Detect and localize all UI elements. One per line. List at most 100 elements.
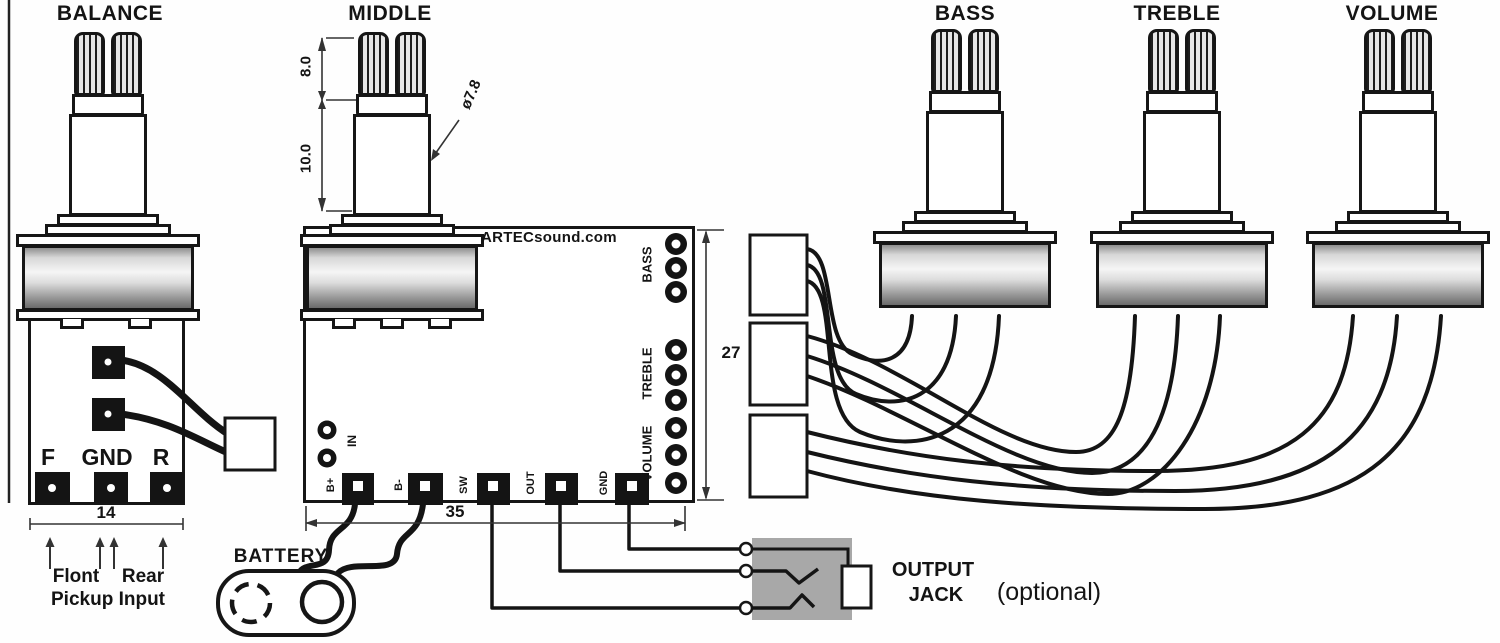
jack-wires <box>490 504 741 610</box>
treble-connector <box>748 321 809 407</box>
bass-connector <box>748 233 809 317</box>
middle-potentiometer <box>294 32 490 372</box>
pad-out-label: OUT <box>525 471 537 495</box>
pot-shaft-knurl <box>1185 29 1216 93</box>
wire <box>805 314 1137 455</box>
pot-shaft-knurl <box>1148 29 1179 93</box>
pot-shaft-collar <box>356 94 428 116</box>
pot-shaft <box>69 114 147 216</box>
jack-terminal <box>738 563 754 579</box>
jack-contact <box>753 567 820 585</box>
pad-gnd-label: GND <box>598 470 610 496</box>
dim-board-height: 27 <box>721 343 741 362</box>
middle-label: MIDDLE <box>348 2 432 25</box>
battery-clip <box>216 569 356 637</box>
jack-bushing <box>840 564 873 610</box>
pcb-in-label: IN <box>345 435 359 447</box>
pcb-treble-label: TREBLE <box>639 347 655 400</box>
pot-shaft <box>926 111 1004 213</box>
treble-potentiometer <box>1084 29 1280 369</box>
battery-assembly <box>216 501 426 637</box>
pot-shaft-knurl <box>931 29 962 93</box>
wire <box>805 314 1222 497</box>
pot-wires <box>805 247 1443 512</box>
pcb-volume-label: VOLUME <box>639 425 655 482</box>
wire <box>805 279 1001 444</box>
front-pickup-label: Flont <box>52 566 100 587</box>
output-jack-label-line2: JACK <box>908 584 964 606</box>
pot-mount-tab <box>332 319 356 329</box>
pot-shaft-knurl <box>395 32 426 96</box>
pot-shaft <box>1143 111 1221 213</box>
pot-shaft-knurl <box>1401 29 1432 93</box>
pot-body <box>879 242 1051 308</box>
pcb-pads <box>342 473 649 505</box>
balance-wires <box>117 356 277 472</box>
pot-shaft-collar <box>72 94 144 116</box>
wire <box>805 314 1399 494</box>
rear-pickup-label: Rear <box>121 566 165 587</box>
balance-potentiometer <box>10 32 206 372</box>
dim-shaft-height: 10.0 <box>297 143 315 174</box>
wire <box>490 504 741 610</box>
optional-note: (optional) <box>996 578 1102 606</box>
pad-bplus-label: B+ <box>325 477 337 493</box>
balance-label: BALANCE <box>56 2 164 25</box>
pot-body <box>306 245 478 311</box>
pot-mount-tab <box>60 319 84 329</box>
pot-bottom-flange <box>16 309 200 321</box>
bass-label: BASS <box>934 2 996 25</box>
wire <box>117 410 232 457</box>
battery-label: BATTERY <box>233 546 329 567</box>
pot-shaft-knurl <box>74 32 105 96</box>
pot-shaft-collar <box>1146 91 1218 113</box>
pcb-holes <box>317 233 687 494</box>
pot-body <box>22 245 194 311</box>
pot-shaft-knurl <box>968 29 999 93</box>
pad-bminus-label: B- <box>393 479 405 491</box>
pot-mount-tab <box>128 319 152 329</box>
pot-mount-tab <box>380 319 404 329</box>
bass-potentiometer <box>867 29 1063 369</box>
pot-shaft-knurl <box>111 32 142 96</box>
terminal-gnd-label: GND <box>81 444 133 470</box>
wire <box>627 504 741 551</box>
dimension-lines <box>29 37 724 569</box>
wire <box>117 356 232 438</box>
dim-balance-width: 14 <box>96 503 116 522</box>
pot-shaft-knurl <box>358 32 389 96</box>
wire <box>805 314 1180 476</box>
output-jack-label-line1: OUTPUT <box>891 559 975 581</box>
wire <box>805 314 1443 512</box>
terminal-f-label: F <box>40 444 56 470</box>
inline-connector <box>223 416 277 472</box>
pot-shaft-knurl <box>1364 29 1395 93</box>
pot-body <box>1312 242 1484 308</box>
battery-wire <box>296 501 358 576</box>
treble-label: TREBLE <box>1133 2 1221 25</box>
wire <box>558 504 741 573</box>
pot-mount-tab <box>428 319 452 329</box>
pot-shaft <box>1359 111 1437 213</box>
jack-contact <box>753 593 816 610</box>
output-jack <box>738 538 873 620</box>
battery-wire <box>335 501 426 576</box>
battery-snap-positive <box>299 579 345 625</box>
volume-label: VOLUME <box>1345 2 1439 25</box>
pickup-input-caption: Pickup Input <box>51 589 165 610</box>
pot-shaft-collar <box>929 91 1001 113</box>
pcb-connectors <box>748 233 809 499</box>
terminal-r-label: R <box>152 444 170 470</box>
volume-potentiometer <box>1300 29 1496 369</box>
pcb-brand-text: ARTECsound.com <box>481 229 617 246</box>
battery-snap-negative <box>229 581 273 625</box>
balance-pads <box>35 346 184 503</box>
pot-shaft <box>353 114 431 216</box>
dim-knurl-height: 8.0 <box>297 56 315 77</box>
pot-shaft-collar <box>1362 91 1434 113</box>
dim-board-width: 35 <box>445 502 465 521</box>
jack-terminal <box>738 541 754 557</box>
pot-body <box>1096 242 1268 308</box>
